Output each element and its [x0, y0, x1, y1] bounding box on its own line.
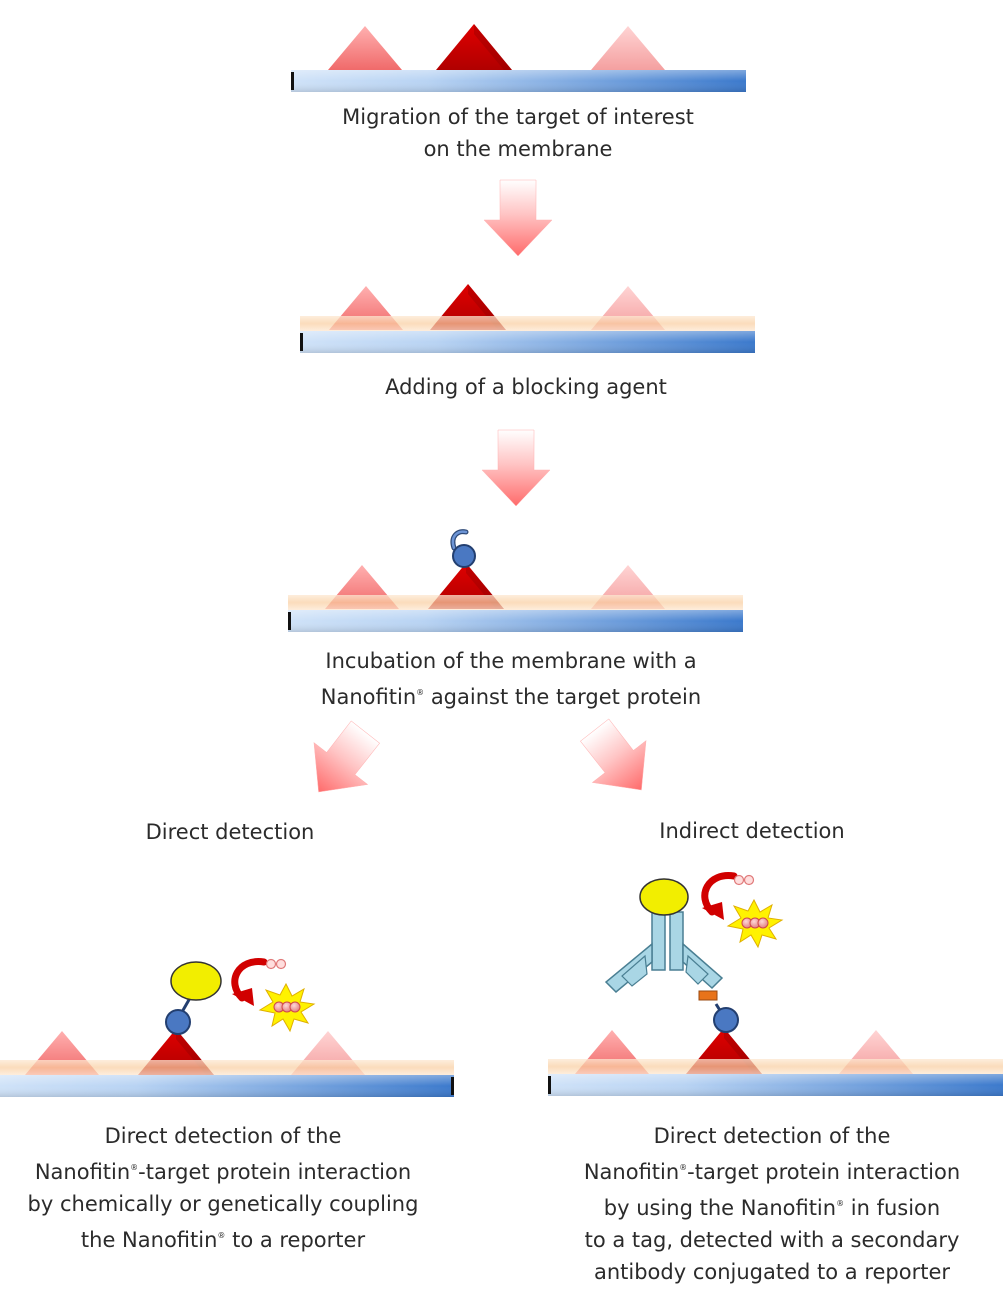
signal-burst-icon: [259, 983, 315, 1032]
target-protein-light: [328, 26, 402, 70]
indirect-detection-title: Indirect detection: [630, 815, 874, 847]
blocking-agent-layer: [548, 1059, 1003, 1074]
secondary-antibody-icon: [604, 911, 724, 994]
caption-line: Nanofitin®-target protein interaction: [583, 1160, 961, 1184]
caption-line: Direct detection of the: [653, 1124, 891, 1148]
step-migration-caption: Migration of the target of interest on t…: [318, 101, 718, 165]
enzymatic-reaction-arrow-icon: [232, 962, 264, 1006]
membrane-direct-detection: [0, 958, 454, 1097]
membrane-step-incubation: [288, 532, 743, 632]
branch-title: Direct detection: [145, 820, 315, 844]
nanofitin-icon: [165, 1009, 191, 1035]
down-right-arrow: [567, 708, 669, 812]
caption-line: the Nanofitin® to a reporter: [80, 1228, 366, 1252]
nanofitin-reporter-conjugate: [165, 961, 222, 1035]
direct-detection-description: Direct detection of the Nanofitin®-targe…: [8, 1120, 438, 1256]
signal-burst-icon: [727, 899, 783, 948]
membrane-step-blocking: [300, 284, 755, 353]
step-blocking-caption: Adding of a blocking agent: [318, 371, 734, 403]
caption-line: Incubation of the membrane with a: [325, 649, 697, 673]
caption-line: antibody conjugated to a reporter: [593, 1260, 951, 1284]
nanofitin-icon: [453, 532, 475, 567]
reporter-enzyme-icon: [639, 878, 689, 916]
down-arrow-1: [483, 179, 553, 257]
step-incubation-caption: Incubation of the membrane with a Nanofi…: [298, 645, 724, 713]
blocking-agent-layer: [300, 316, 755, 331]
blocking-agent-layer: [288, 595, 743, 610]
caption-line: by using the Nanofitin® in fusion: [603, 1196, 941, 1220]
caption-line: to a tag, detected with a secondary: [584, 1228, 960, 1252]
target-protein-of-interest: [436, 24, 512, 70]
substrate-icon: [733, 874, 755, 886]
indirect-detection-description: Direct detection of the Nanofitin®-targe…: [556, 1120, 988, 1288]
caption-line: Adding of a blocking agent: [385, 375, 667, 399]
target-protein-pale: [591, 26, 665, 70]
branch-title: Indirect detection: [659, 819, 845, 843]
caption-line: Nanofitin®-target protein interaction: [34, 1160, 412, 1184]
reporter-enzyme-icon: [170, 961, 222, 1001]
substrate-icon: [265, 958, 287, 970]
membrane-indirect-detection: [548, 874, 1003, 1096]
tag-icon: [698, 990, 718, 1001]
down-arrow-2: [481, 429, 551, 507]
caption-line: Direct detection of the: [104, 1124, 342, 1148]
down-left-arrow: [291, 710, 393, 814]
caption-line: by chemically or genetically coupling: [27, 1192, 419, 1216]
caption-line: on the membrane: [423, 137, 613, 161]
caption-line: Migration of the target of interest: [342, 105, 694, 129]
nanofitin-icon: [713, 1007, 739, 1033]
blocking-agent-layer: [0, 1060, 454, 1075]
enzymatic-reaction-arrow-icon: [702, 876, 734, 920]
caption-line: Nanofitin® against the target protein: [320, 685, 702, 709]
direct-detection-title: Direct detection: [110, 816, 350, 848]
membrane-step-migration: [291, 24, 746, 92]
